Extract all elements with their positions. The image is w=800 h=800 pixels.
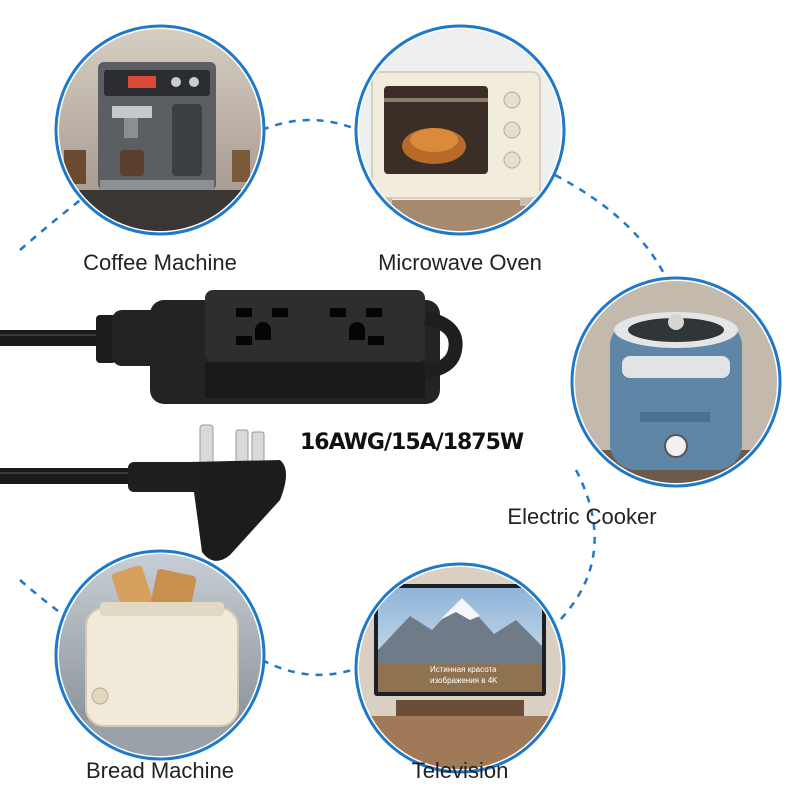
electric-cooker-icon <box>610 312 742 470</box>
label-television: Television <box>411 758 509 783</box>
outlet-socket-2 <box>330 308 384 345</box>
coffee-machine-icon <box>98 62 216 190</box>
label-electric-cooker: Electric Cooker <box>507 504 657 529</box>
toaster-icon <box>85 565 239 727</box>
coffee-machine-photo <box>54 24 266 236</box>
label-microwave-oven: Microwave Oven <box>378 250 542 275</box>
television-icon: Истинная красота изображения в 4K <box>374 584 546 716</box>
microwave-oven-icon <box>371 71 541 206</box>
electric-cooker-photo <box>570 276 782 488</box>
spec-text: 16AWG/15A/1875W <box>300 430 524 455</box>
bread-machine-photo <box>54 549 266 761</box>
label-coffee-machine: Coffee Machine <box>83 250 237 275</box>
flat-plug <box>128 424 286 561</box>
tv-screen-text-2: изображения в 4K <box>430 676 498 685</box>
tv-screen-text-1: Истинная красота <box>430 665 497 674</box>
microwave-oven-photo <box>354 24 566 236</box>
extension-cord-product <box>0 290 463 561</box>
outlet-socket-1 <box>236 308 288 345</box>
television-photo: Истинная красота изображения в 4K <box>354 562 566 774</box>
outlet-block <box>150 290 463 404</box>
label-bread-machine: Bread Machine <box>86 758 234 783</box>
